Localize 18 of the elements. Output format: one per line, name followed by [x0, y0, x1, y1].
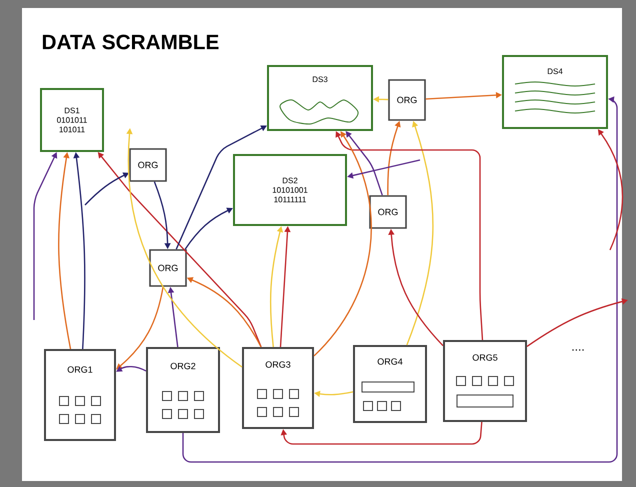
arrow [280, 422, 482, 445]
org-box: ORG4 [353, 345, 427, 423]
data-store-box: DS4 [502, 55, 608, 129]
org-box: ORG1 [44, 349, 116, 441]
org-box: ORG2 [146, 347, 220, 433]
data-store-box: DS2 10101001 10111111 [233, 154, 347, 226]
org-box: ORG5 [443, 340, 527, 422]
org-box: ORG [369, 195, 407, 229]
arrow [116, 286, 164, 370]
data-store-box: DS3 [267, 65, 373, 131]
data-store-box: DS1 0101011 101011 [40, 88, 104, 152]
org-box: ORG [129, 148, 167, 182]
arrow [346, 131, 383, 196]
org-box: ORG [149, 249, 187, 287]
title: DATA SCRAMBLE [42, 34, 218, 50]
org-box: ORG [388, 79, 426, 121]
continuation-dots: .... [572, 349, 584, 351]
org-box: ORG3 [242, 347, 314, 429]
